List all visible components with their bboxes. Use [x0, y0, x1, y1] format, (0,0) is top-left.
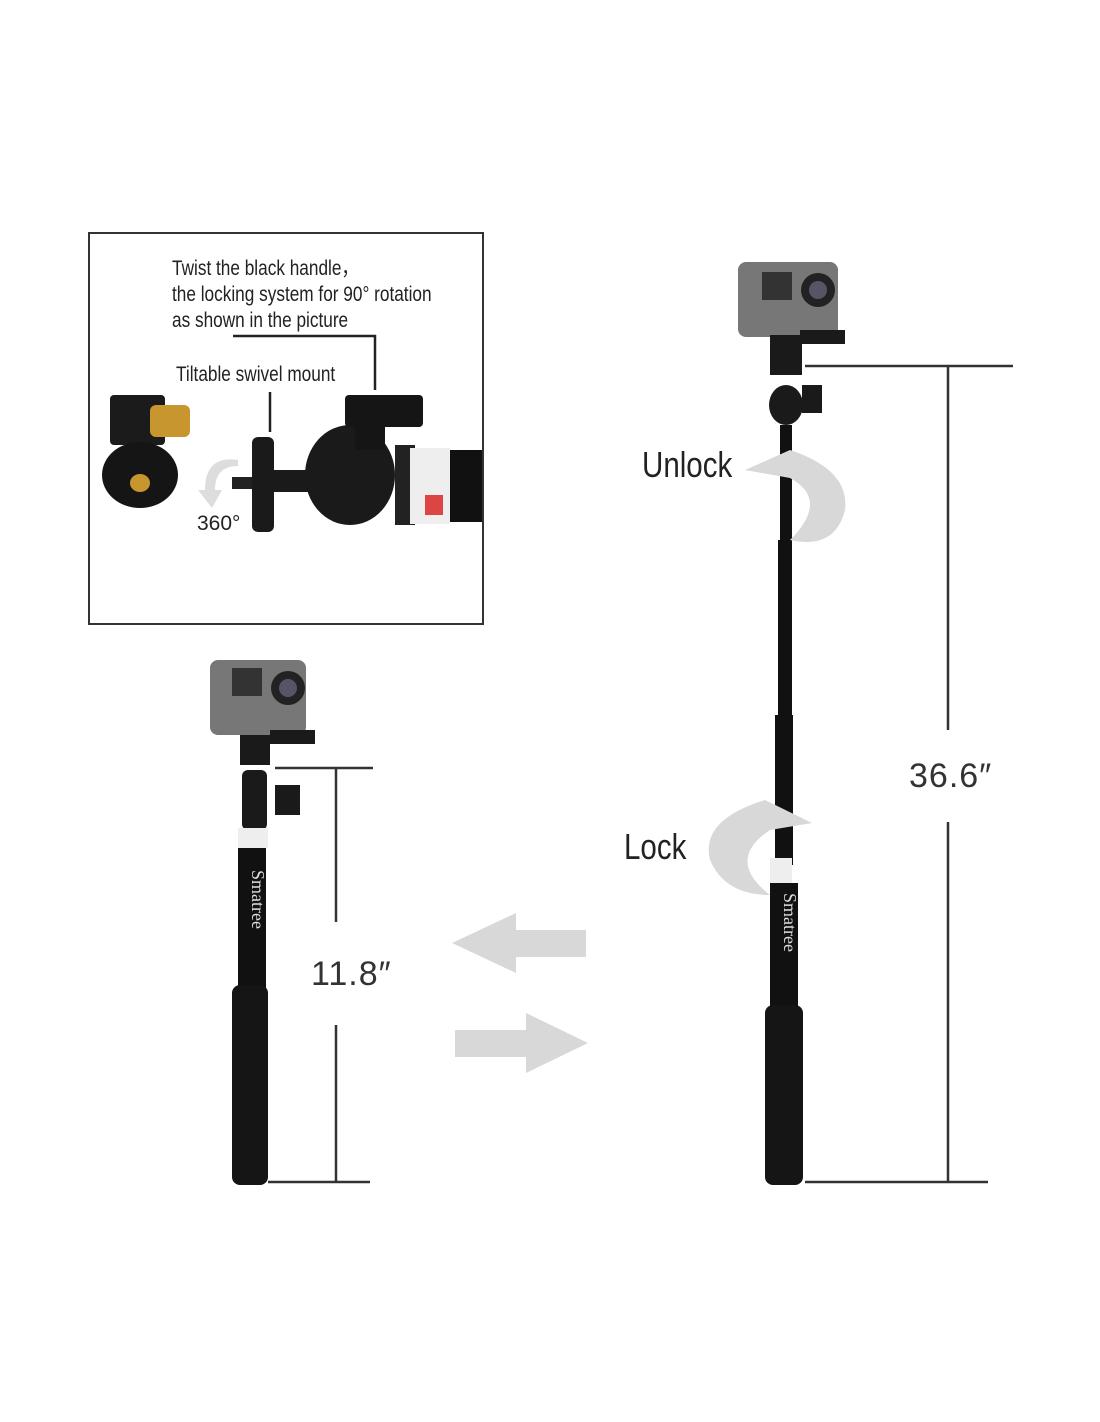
- rotation-arrow-icon: [198, 459, 238, 508]
- arrow-right-icon: [455, 1013, 588, 1073]
- rotation-label: 360°: [197, 512, 241, 535]
- lock-label: Lock: [624, 826, 687, 867]
- swivel-ball-head: [232, 395, 484, 532]
- instruction-line: the locking system for 90° rotation: [172, 283, 432, 306]
- unlock-label: Unlock: [642, 444, 733, 485]
- gopro-mount-adapter: [102, 395, 190, 508]
- dimension-short: [268, 766, 373, 1184]
- instruction-text: Twist the black handle， the locking syst…: [172, 256, 432, 334]
- short-pole: [210, 660, 315, 1185]
- long-pole: [738, 262, 845, 1185]
- instruction-line: as shown in the picture: [172, 309, 349, 332]
- short-length-label: 11.8″: [311, 955, 392, 993]
- arrow-left-icon: [452, 913, 586, 973]
- brand-logo-long: Smatree: [780, 893, 800, 952]
- detail-inset-box: [88, 232, 484, 625]
- handle-leader-line: [233, 334, 377, 390]
- unlock-arrow-icon: [745, 450, 846, 542]
- swivel-mount-label: Tiltable swivel mount: [176, 363, 336, 386]
- brand-logo-short: Smatree: [248, 870, 268, 929]
- dimension-long: [805, 364, 1013, 1184]
- long-length-label: 36.6″: [909, 757, 993, 795]
- lock-arrow-icon: [708, 800, 812, 895]
- instruction-line: Twist the black handle，: [172, 257, 359, 280]
